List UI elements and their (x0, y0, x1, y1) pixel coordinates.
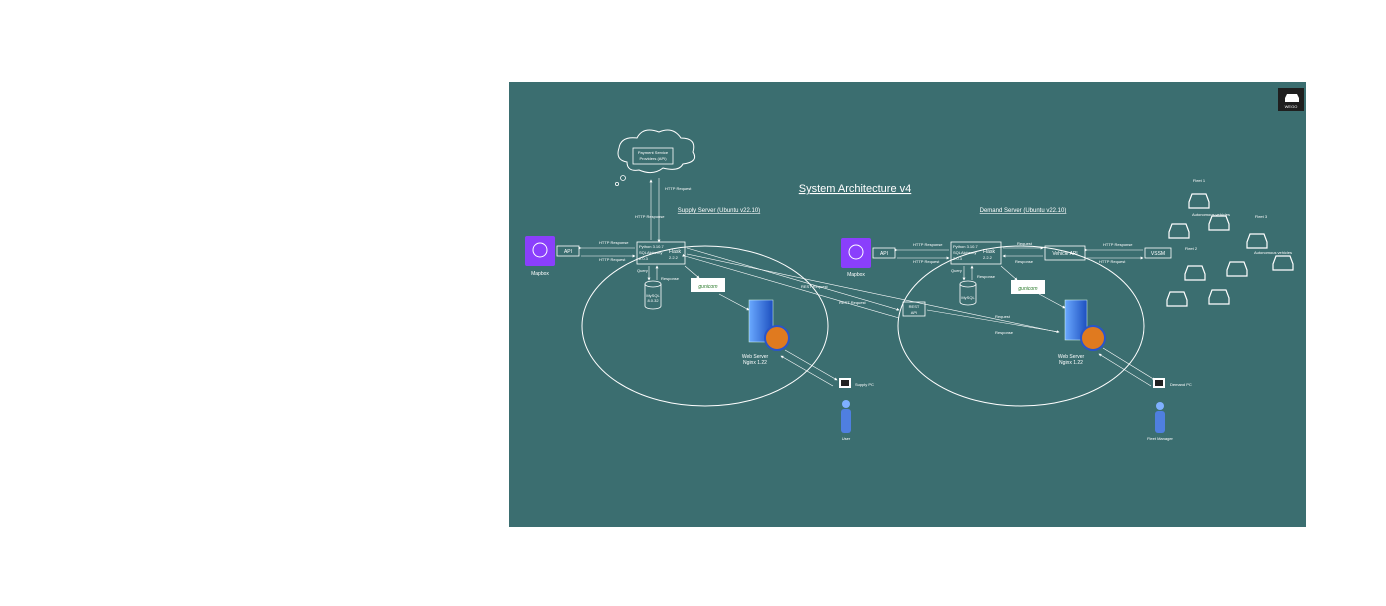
vssm-box: VSSM (1151, 251, 1165, 257)
svg-text:REST Request: REST Request (839, 300, 866, 305)
svg-text:Providers (API): Providers (API) (639, 156, 667, 161)
svg-text:HTTP Response: HTTP Response (1103, 242, 1133, 247)
svg-text:Response: Response (661, 276, 680, 281)
svg-text:2.2.2: 2.2.2 (669, 255, 679, 260)
car-icon (1166, 291, 1188, 307)
svg-text:2.0.3: 2.0.3 (953, 256, 963, 261)
car-icon (1226, 261, 1248, 277)
diagram-title: System Architecture v4 (799, 183, 912, 195)
vehicle-api: Vehicle API (1052, 251, 1077, 257)
car-icon (1208, 289, 1230, 305)
svg-text:Web Server: Web Server (1058, 354, 1085, 360)
fleet-label: Fleet 3 (1255, 214, 1268, 219)
payment-cloud: Payment Service Providers (API) (615, 129, 696, 187)
svg-text:2.2.2: 2.2.2 (983, 255, 993, 260)
svg-text:HTTP Request: HTTP Request (1099, 259, 1126, 264)
svg-text:Autonomous vehicles: Autonomous vehicles (1254, 250, 1292, 255)
car-icon (1272, 255, 1294, 271)
supply-pc: Supply PC (839, 378, 874, 388)
supply-db: MySQL 8.0.32 (644, 280, 662, 310)
svg-text:Payment Service: Payment Service (638, 150, 669, 155)
svg-text:Fleet Manager: Fleet Manager (1147, 436, 1173, 441)
svg-text:API: API (880, 251, 888, 257)
svg-text:Demand PC: Demand PC (1170, 382, 1192, 387)
car-icon (1208, 215, 1230, 231)
car-icon (1184, 265, 1206, 281)
svg-text:API: API (564, 249, 572, 255)
svg-text:HTTP Response: HTTP Response (599, 240, 629, 245)
svg-text:Supply PC: Supply PC (855, 382, 874, 387)
svg-text:Web Server: Web Server (742, 354, 769, 360)
svg-text:HTTP Response: HTTP Response (913, 242, 943, 247)
svg-text:Mapbox: Mapbox (531, 271, 549, 277)
fleet-label: Fleet 1 (1193, 178, 1206, 183)
rest-api-box: REST (909, 304, 920, 309)
svg-text:Request: Request (995, 314, 1011, 319)
svg-text:API: API (911, 310, 917, 315)
car-icon (1168, 223, 1190, 239)
svg-text:REST Request: REST Request (801, 284, 828, 289)
svg-text:MySQL: MySQL (961, 295, 975, 300)
car-icon (1285, 94, 1299, 102)
svg-text:HTTP Response: HTTP Response (635, 214, 665, 219)
demand-python-flask: Python 3.10.7 SQLAlchemy 2.0.3 Flask 2.2… (950, 241, 1002, 265)
svg-text:User: User (842, 436, 851, 441)
car-icon (1246, 233, 1268, 249)
demand-db: MySQL (959, 280, 977, 306)
fleet-manager-figure: Fleet Manager (1147, 402, 1174, 441)
mapbox-icon (532, 242, 548, 258)
svg-text:HTTP Request: HTTP Request (913, 259, 940, 264)
svg-text:Response: Response (995, 330, 1014, 335)
car-icon (1188, 193, 1210, 209)
svg-text:2.0.3: 2.0.3 (639, 256, 649, 261)
demand-gunicorn: gunicorn (1018, 286, 1037, 292)
mapbox-right: Mapbox API (841, 238, 896, 278)
svg-text:SQLAlchemy: SQLAlchemy (639, 250, 662, 255)
user-figure: User (841, 400, 851, 441)
svg-text:Nginx 1.22: Nginx 1.22 (1059, 360, 1083, 366)
supply-server-boundary (581, 245, 829, 407)
supply-server-title: Supply Server (Ubuntu v22.10) (678, 208, 760, 214)
svg-text:Nginx 1.22: Nginx 1.22 (743, 360, 767, 366)
demand-server-boundary (897, 245, 1145, 407)
mapbox-left: Mapbox API (525, 236, 580, 277)
svg-text:Mapbox: Mapbox (847, 272, 865, 278)
svg-text:Autonomous vehicles: Autonomous vehicles (1192, 212, 1230, 217)
svg-text:WEGO: WEGO (1285, 104, 1298, 109)
fleets: Fleet 1 Fleet 2 Fleet 3 Autonomous vehic… (1166, 178, 1294, 307)
demand-server-title: Demand Server (Ubuntu v22.10) (980, 208, 1067, 214)
supply-python-flask: Python 3.10.7 SQLAlchemy 2.0.3 Flask 2.2… (636, 241, 686, 265)
svg-text:Response: Response (977, 274, 996, 279)
supply-web-server: Web Server Nginx 1.22 (742, 299, 790, 366)
svg-text:HTTP Request: HTTP Request (599, 257, 626, 262)
svg-text:Query: Query (637, 268, 648, 273)
svg-text:Python 3.10.7: Python 3.10.7 (639, 244, 664, 249)
svg-text:Request: Request (1017, 241, 1033, 246)
mapbox-icon (848, 244, 864, 260)
svg-text:SQLAlchemy: SQLAlchemy (953, 250, 976, 255)
svg-text:Query: Query (951, 268, 962, 273)
svg-text:MySQL: MySQL (646, 293, 660, 298)
demand-web-server: Web Server Nginx 1.22 (1058, 299, 1106, 366)
svg-text:Flask: Flask (669, 249, 681, 255)
svg-text:Flask: Flask (983, 249, 995, 255)
fleet-label: Fleet 2 (1185, 246, 1198, 251)
demand-pc: Demand PC (1153, 378, 1192, 388)
diagram-svg: WEGO System Architecture v4 Supply Serve… (525, 88, 1304, 441)
svg-text:HTTP Request: HTTP Request (665, 186, 692, 191)
svg-text:Response: Response (1015, 259, 1034, 264)
supply-gunicorn: gunicorn (698, 284, 717, 290)
wego-logo: WEGO (1278, 88, 1304, 111)
svg-text:Python 3.10.7: Python 3.10.7 (953, 244, 978, 249)
svg-text:8.0.32: 8.0.32 (647, 298, 659, 303)
architecture-diagram: WEGO System Architecture v4 Supply Serve… (509, 82, 1306, 527)
